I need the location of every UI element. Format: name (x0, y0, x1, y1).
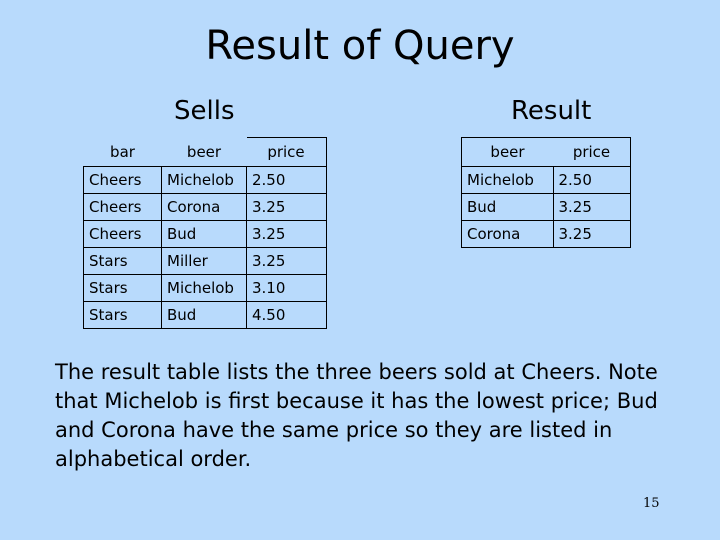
table-cell: 2.50 (552, 166, 631, 194)
table-cell: Bud (161, 301, 247, 329)
table-row: Cheers Bud 3.25 (83, 220, 327, 248)
column-header-beer: beer (461, 137, 553, 167)
explanation-text: The result table lists the three beers s… (55, 360, 658, 471)
table-row: Stars Michelob 3.10 (83, 274, 327, 302)
table-cell: Michelob (461, 166, 554, 194)
table-cell: 3.25 (246, 193, 327, 221)
table-cell: Cheers (83, 193, 162, 221)
column-header-bar: bar (83, 137, 162, 167)
table-cell: Michelob (161, 166, 247, 194)
table-cell: Cheers (83, 166, 162, 194)
table-cell: 3.25 (246, 220, 327, 248)
table-row: Bud 3.25 (461, 193, 631, 221)
table-cell: 2.50 (246, 166, 327, 194)
page-number: 15 (643, 496, 660, 511)
table-cell: Bud (461, 193, 554, 221)
table-row: Stars Bud 4.50 (83, 301, 327, 329)
table-cell: Bud (161, 220, 247, 248)
table-row: Corona 3.25 (461, 220, 631, 248)
sells-table-caption: Sells (174, 96, 235, 126)
table-cell: Corona (161, 193, 247, 221)
table-row: Stars Miller 3.25 (83, 247, 327, 275)
sells-table: bar beer price Cheers Michelob 2.50 Chee… (83, 137, 327, 329)
result-table: beer price Michelob 2.50 Bud 3.25 Corona… (461, 137, 631, 248)
table-row: Cheers Corona 3.25 (83, 193, 327, 221)
table-cell: 3.25 (552, 220, 631, 248)
table-row: Cheers Michelob 2.50 (83, 166, 327, 194)
column-header-price: price (246, 137, 327, 167)
column-header-beer: beer (161, 137, 247, 167)
table-cell: 3.10 (246, 274, 327, 302)
table-cell: Cheers (83, 220, 162, 248)
table-cell: 4.50 (246, 301, 327, 329)
table-cell: 3.25 (552, 193, 631, 221)
table-cell: Stars (83, 301, 162, 329)
table-cell: Miller (161, 247, 247, 275)
table-row: Michelob 2.50 (461, 166, 631, 194)
table-cell: 3.25 (246, 247, 327, 275)
table-cell: Corona (461, 220, 554, 248)
table-cell: Stars (83, 274, 162, 302)
result-table-caption: Result (511, 96, 592, 126)
table-cell: Michelob (161, 274, 247, 302)
column-header-price: price (553, 137, 631, 167)
table-cell: Stars (83, 247, 162, 275)
slide-title: Result of Query (205, 23, 515, 69)
